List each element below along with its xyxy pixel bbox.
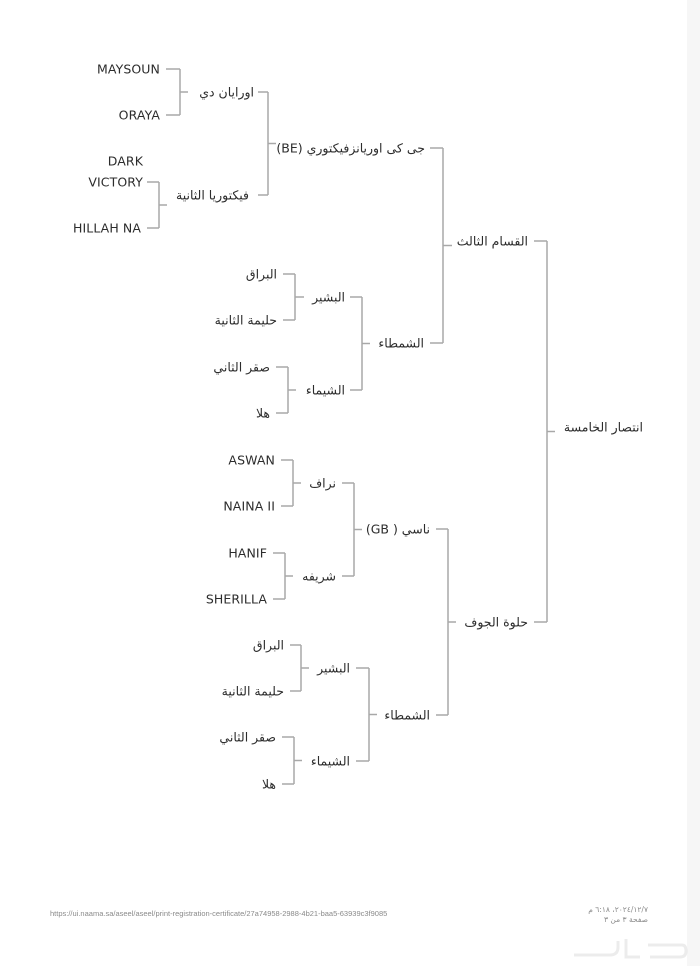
- pedigree-node-g4-13: حليمة الثانية: [221, 683, 284, 699]
- pedigree-node-g3-2: البشير: [312, 289, 345, 305]
- pedigree-node-g2-3: الشمطاء: [384, 707, 430, 723]
- haraj-watermark-logo: [574, 939, 688, 959]
- pedigree-node-g2-0: جى كى اوريانزفيكتوري (BE): [276, 140, 425, 156]
- pedigree-node-g4-7: هلا: [255, 405, 270, 421]
- pedigree-node-g4-4: البراق: [245, 266, 277, 282]
- pedigree-node-g4-1: ORAYA: [118, 107, 160, 123]
- pedigree-node-g0: انتصار الخامسة: [563, 419, 643, 435]
- pedigree-node-g4-2b: VICTORY: [88, 174, 143, 190]
- footer-datetime: ٢٠٢٤/١٢/٧، ٦:١٨ م: [588, 905, 648, 914]
- pedigree-node-g4-5: حليمة الثانية: [214, 312, 277, 328]
- pedigree-node-g4-12: البراق: [252, 637, 284, 653]
- footer-meta: ٢٠٢٤/١٢/٧، ٦:١٨ م صفحة ٣ من ٣: [588, 905, 648, 925]
- pedigree-node-g4-6: صقر الثاني: [213, 359, 270, 375]
- pedigree-node-g3-6: البشير: [317, 660, 350, 676]
- pedigree-node-g2-2: ناسي ( GB): [365, 521, 430, 537]
- page-edge: [687, 0, 700, 966]
- pedigree-node-g1-1: حلوة الجوف: [464, 614, 528, 630]
- footer-page-number: صفحة ٣ من ٣: [604, 915, 648, 924]
- pedigree-node-g4-10: HANIF: [228, 545, 267, 561]
- pedigree-node-g3-7: الشيماء: [310, 753, 350, 769]
- pedigree-node-g4-3: HILLAH NA: [72, 220, 141, 236]
- pedigree-node-g3-0: اورايان دي: [199, 84, 254, 100]
- pedigree-node-g3-3: الشيماء: [305, 382, 345, 398]
- footer-url: https://ui.naama.sa/aseel/aseel/print-re…: [50, 909, 388, 918]
- pedigree-node-g4-14: صقر الثاني: [219, 729, 276, 745]
- pedigree-node-g4-11: SHERILLA: [205, 591, 267, 607]
- pedigree-node-g3-1: فيكتوريا الثانية: [176, 187, 249, 203]
- pedigree-node-g4-0: MAYSOUN: [97, 61, 160, 77]
- pedigree-node-g2-1: الشمطاء: [378, 335, 424, 351]
- pedigree-node-g1-0: القسام الثالث: [456, 233, 528, 249]
- pedigree-node-g4-15: هلا: [261, 776, 276, 792]
- pedigree-node-g3-5: شريفه: [302, 568, 336, 584]
- pedigree-node-g3-4: نراف: [309, 475, 336, 491]
- pedigree-node-g4-8: ASWAN: [228, 452, 275, 468]
- pedigree-node-g4-9: NAINA II: [223, 498, 275, 514]
- pedigree-node-g4-2a: DARK: [107, 153, 143, 169]
